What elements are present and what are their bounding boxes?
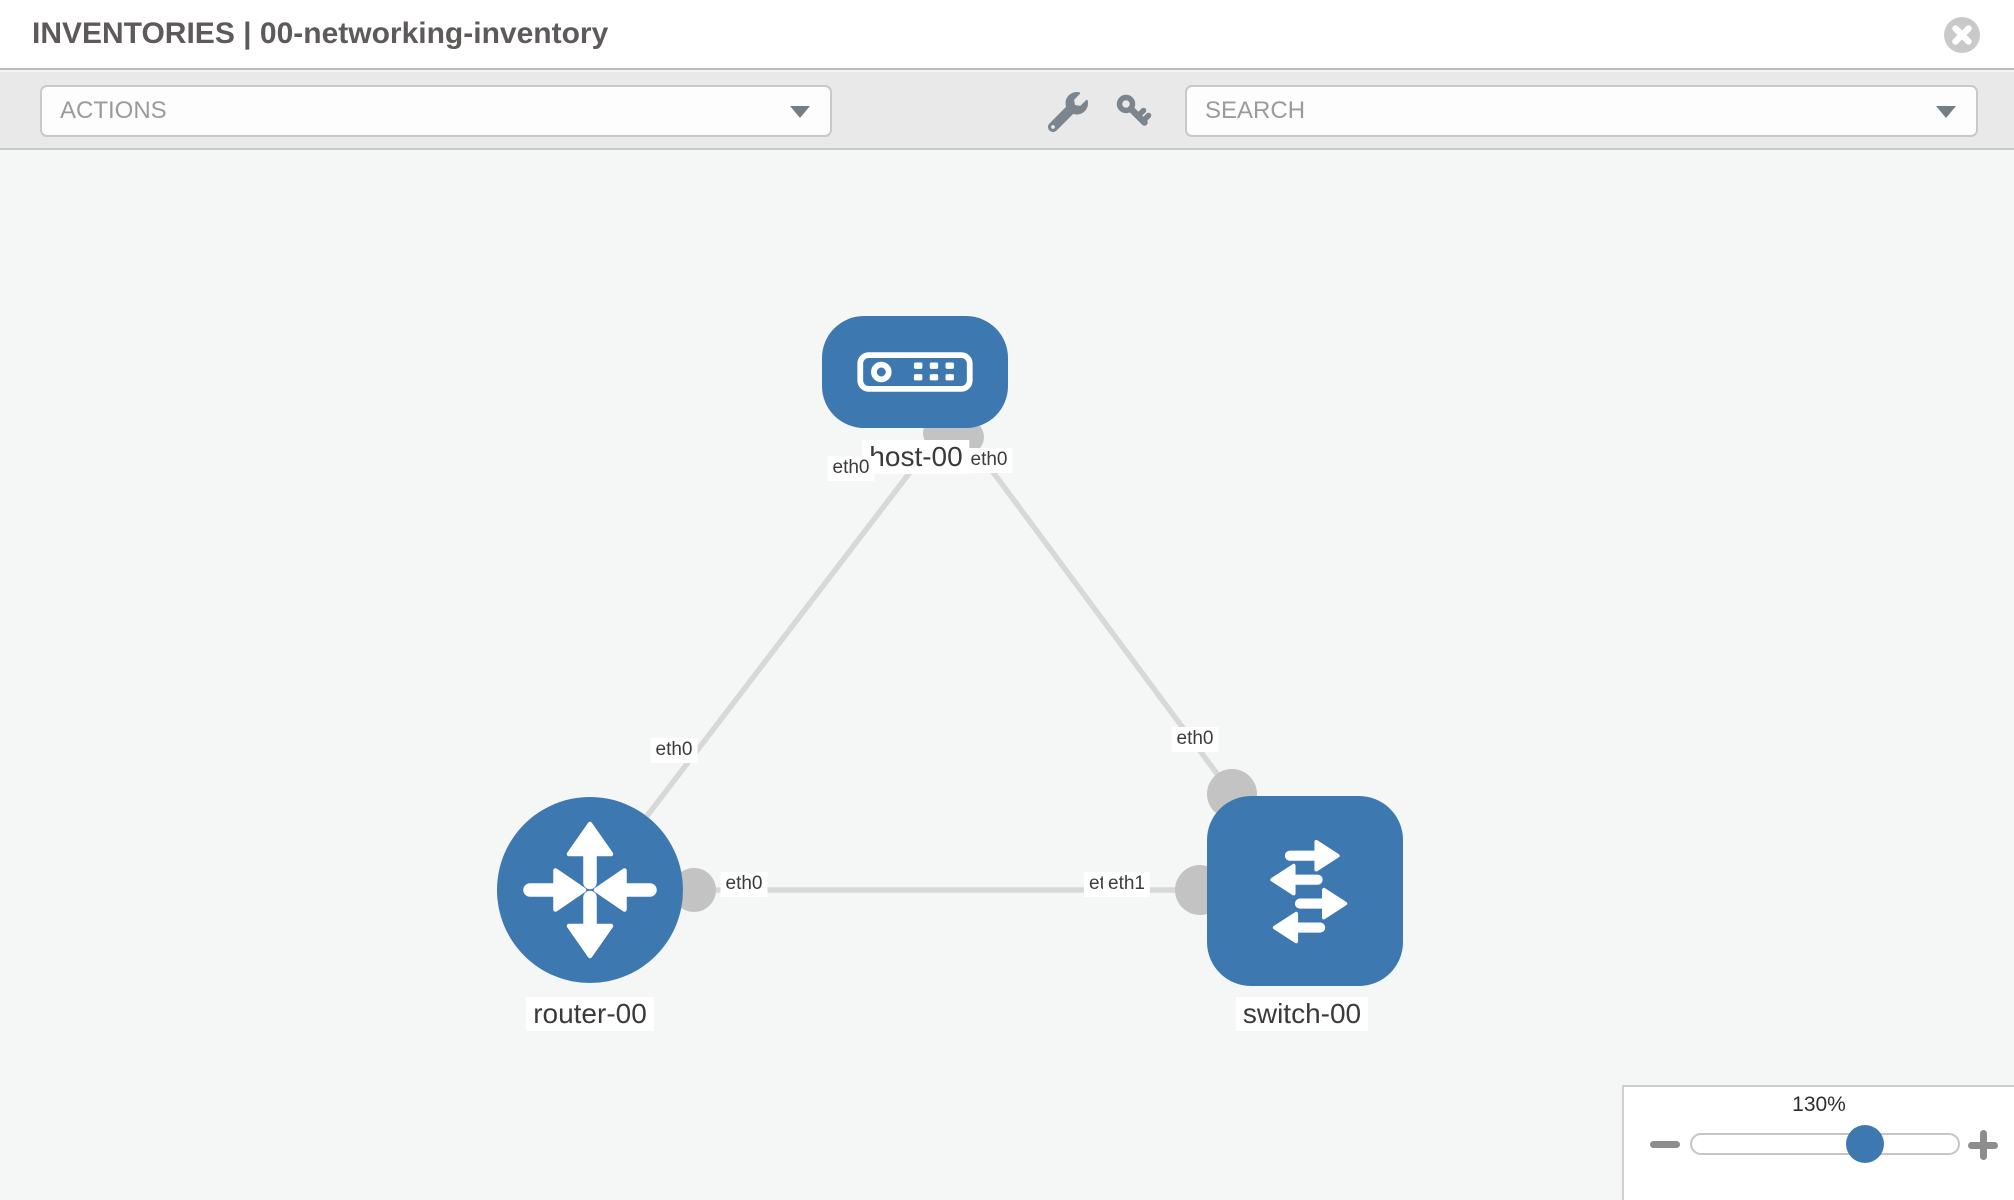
chevron-down-icon[interactable] [1936, 106, 1956, 118]
actions-dropdown-label: ACTIONS [60, 97, 167, 124]
minus-icon[interactable] [1650, 1141, 1680, 1148]
interface-label-host-right: eth0 [965, 448, 1013, 473]
node-host-00[interactable] [822, 316, 1008, 428]
topology-canvas[interactable]: host-00 router-00 switch-00 eth0 eth0 et… [0, 152, 2014, 1200]
interface-label-host-left: eth0 [827, 456, 875, 481]
zoom-slider-track[interactable] [1690, 1133, 1960, 1155]
search-input[interactable] [1205, 97, 1976, 125]
interface-label-router-top: eth0 [650, 738, 698, 763]
node-router-00[interactable] [497, 797, 683, 983]
zoom-panel: 130% [1622, 1085, 2014, 1200]
toolbar: ACTIONS [0, 72, 2014, 150]
interface-label-router-right: eth0 [720, 872, 768, 897]
wrench-icon[interactable] [1048, 92, 1088, 132]
chevron-down-icon [790, 106, 810, 118]
host-device-icon [857, 352, 973, 392]
endpoint-router-right [672, 868, 716, 912]
header-bar: INVENTORIES | 00-networking-inventory [0, 0, 2014, 70]
key-icon[interactable] [1114, 92, 1154, 132]
router-arrows-icon [523, 821, 657, 959]
node-switch-00[interactable] [1207, 796, 1403, 986]
zoom-level-text: 130% [1792, 1093, 1846, 1116]
interface-label-switch-left: eth1 [1103, 872, 1150, 897]
actions-dropdown[interactable]: ACTIONS [40, 85, 832, 137]
close-icon[interactable] [1942, 15, 1982, 55]
zoom-slider-handle[interactable] [1846, 1125, 1884, 1163]
interface-label-switch-top: eth0 [1171, 727, 1219, 752]
page-title: INVENTORIES | 00-networking-inventory [32, 17, 609, 50]
node-label-host: host-00 [862, 440, 970, 475]
search-box[interactable] [1185, 85, 1978, 137]
links-layer [644, 416, 1257, 915]
switch-arrows-icon [1270, 839, 1348, 944]
node-label-switch: switch-00 [1235, 997, 1369, 1032]
plus-icon[interactable] [1968, 1130, 1998, 1160]
node-label-router: router-00 [526, 997, 654, 1032]
